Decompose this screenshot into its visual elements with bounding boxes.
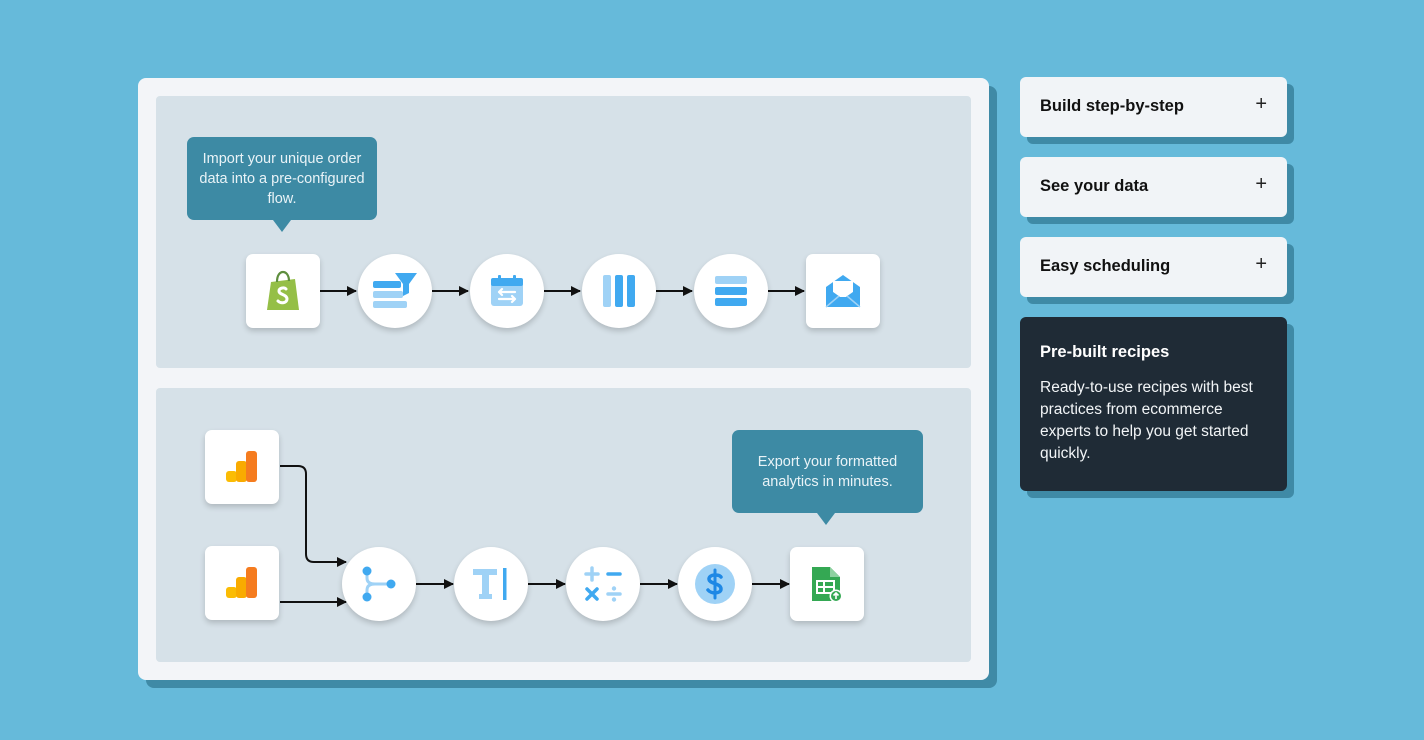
dollar-node[interactable] [678,547,752,621]
accordion-title: Build step-by-step [1040,97,1184,115]
dollar-icon [695,564,735,604]
math-operators-node[interactable] [566,547,640,621]
filter-icon [373,273,417,308]
columns-icon [603,275,635,307]
email-node[interactable] [806,254,880,328]
filter-node[interactable] [358,254,432,328]
analytics-icon [226,451,257,482]
analytics-icon [226,567,257,598]
google-sheets-node[interactable] [790,547,864,621]
analytics-source-2[interactable] [205,546,279,620]
flow-connectors [280,286,805,607]
plus-icon[interactable]: + [1255,93,1267,115]
rows-node[interactable] [694,254,768,328]
merge-node[interactable] [342,547,416,621]
email-icon [825,275,861,308]
accordion-title: Pre-built recipes [1040,343,1170,361]
accordion-item-build-step-by-step[interactable]: Build step-by-step + [1020,77,1287,137]
text-format-icon [473,568,507,600]
export-tooltip: Export your formatted analytics in minut… [732,430,923,525]
flow-card: Import your unique order data into a pre… [138,78,989,680]
arrow-source-1 [280,465,347,567]
calendar-swap-node[interactable] [470,254,544,328]
accordion-item-easy-scheduling[interactable]: Easy scheduling + [1020,237,1287,297]
text-format-node[interactable] [454,547,528,621]
accordion-item-pre-built-recipes[interactable]: Pre-built recipes Ready-to-use recipes w… [1020,317,1287,491]
columns-node[interactable] [582,254,656,328]
merge-icon [362,566,396,602]
accordion-description: Ready-to-use recipes with best practices… [1040,379,1253,462]
analytics-source-1[interactable] [205,430,279,504]
plus-icon[interactable]: + [1255,173,1267,195]
math-operators-icon [584,566,622,602]
calendar-swap-icon [491,275,523,306]
plus-icon[interactable]: + [1255,253,1267,275]
shopify-node[interactable] [246,254,320,328]
accordion-title: See your data [1040,177,1149,195]
accordion-title: Easy scheduling [1040,257,1171,275]
shopify-icon [267,270,299,310]
google-sheets-icon [812,567,843,603]
rows-icon [715,276,747,306]
import-tooltip: Import your unique order data into a pre… [187,137,377,232]
accordion-item-see-your-data[interactable]: See your data + [1020,157,1287,217]
